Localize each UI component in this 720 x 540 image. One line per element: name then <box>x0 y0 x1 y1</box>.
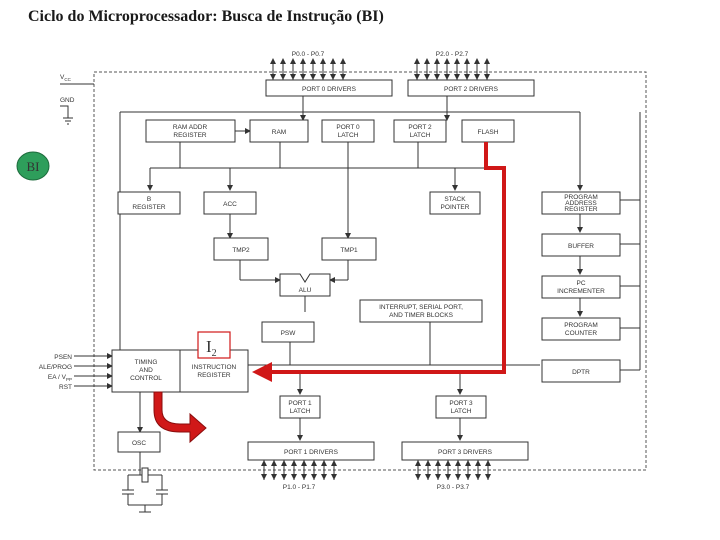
svg-text:B: B <box>147 196 151 203</box>
buffer-block: BUFFER <box>541 233 621 257</box>
svg-text:INSTRUCTION: INSTRUCTION <box>192 364 237 371</box>
port3-pins-label: P3.0 - P3.7 <box>437 484 470 491</box>
svg-text:INCREMENTER: INCREMENTER <box>557 288 605 295</box>
port0-drivers-block: PORT 0 DRIVERS <box>265 79 393 97</box>
svg-text:TMP2: TMP2 <box>232 247 250 254</box>
port3-latch-block: PORT 3 LATCH <box>435 395 487 419</box>
ale-prog-pin: ALE/PROG <box>39 364 72 371</box>
control-pins: PSEN ALE/PROG EA / VPP RST <box>39 354 73 391</box>
svg-text:CONTROL: CONTROL <box>130 375 162 382</box>
psen-pin: PSEN <box>54 354 72 361</box>
port2-latch-block: PORT 2 LATCH <box>393 119 447 143</box>
svg-text:PORT 3: PORT 3 <box>449 400 473 407</box>
port1-latch-block: PORT 1 LATCH <box>279 395 321 419</box>
port1-pins: P1.0 - P1.7 <box>261 460 337 491</box>
stack-pointer-block: STACK POINTER <box>429 191 481 215</box>
tmp1-block: TMP1 <box>321 237 377 261</box>
svg-text:PORT 2: PORT 2 <box>408 124 432 131</box>
chip-boundary <box>93 71 647 471</box>
port0-pins-label: P0.0 - P0.7 <box>292 51 325 58</box>
port1-pins-label: P1.0 - P1.7 <box>283 484 316 491</box>
svg-text:ACC: ACC <box>223 201 237 208</box>
svg-text:INTERRUPT, SERIAL PORT,: INTERRUPT, SERIAL PORT, <box>379 304 463 311</box>
acc-block: ACC <box>203 191 257 215</box>
program-counter-block: PROGRAM COUNTER <box>541 317 621 341</box>
port1-drivers-block: PORT 1 DRIVERS <box>247 441 375 461</box>
timing-and-control-block: TIMING AND CONTROL <box>111 349 181 393</box>
svg-text:LATCH: LATCH <box>451 408 472 415</box>
rst-pin: RST <box>59 384 72 391</box>
power-pins: VCC GND <box>60 74 94 125</box>
internal-buses <box>74 96 641 513</box>
port0-pins: P0.0 - P0.7 <box>270 51 346 80</box>
svg-text:STACK: STACK <box>444 196 466 203</box>
svg-text:LATCH: LATCH <box>290 408 311 415</box>
dptr-block: DPTR <box>541 359 621 383</box>
svg-text:REGISTER: REGISTER <box>564 206 598 213</box>
gnd-label: GND <box>60 97 75 104</box>
svg-text:FLASH: FLASH <box>478 129 499 136</box>
port2-drivers-block: PORT 2 DRIVERS <box>407 79 535 97</box>
svg-text:LATCH: LATCH <box>410 132 431 139</box>
port3-drivers-block: PORT 3 DRIVERS <box>401 441 529 461</box>
osc-block: OSC <box>117 431 161 453</box>
svg-text:LATCH: LATCH <box>338 132 359 139</box>
svg-text:I2: I2 <box>206 337 217 359</box>
ram-address-register-block: RAM ADDR REGISTER <box>145 119 236 143</box>
port0-latch-block: PORT 0 LATCH <box>321 119 375 143</box>
svg-text:PORT 1 DRIVERS: PORT 1 DRIVERS <box>284 449 339 456</box>
fetch-path-highlight <box>252 142 506 382</box>
svg-text:REGISTER: REGISTER <box>173 132 207 139</box>
flash-block: FLASH <box>461 119 515 143</box>
svg-text:TIMING: TIMING <box>135 359 158 366</box>
svg-text:PORT 0 DRIVERS: PORT 0 DRIVERS <box>302 86 357 93</box>
control-signal-arrow <box>153 391 207 444</box>
b-register-block: B REGISTER <box>117 191 181 215</box>
port2-pins: P2.0 - P2.7 <box>414 51 490 80</box>
svg-text:PROGRAM: PROGRAM <box>564 194 598 201</box>
program-address-register-block: PROGRAM ADDRESS REGISTER <box>541 191 621 215</box>
svg-text:RAM ADDR: RAM ADDR <box>173 124 208 131</box>
svg-text:ALU: ALU <box>299 287 312 294</box>
alu-block: ALU <box>279 273 331 297</box>
ea-vpp-pin: EA / VPP <box>48 374 72 382</box>
psw-block: PSW <box>261 321 315 343</box>
svg-text:BUFFER: BUFFER <box>568 243 594 250</box>
svg-text:AND TIMER BLOCKS: AND TIMER BLOCKS <box>389 312 453 319</box>
port3-pins: P3.0 - P3.7 <box>415 460 491 491</box>
slide-title: Ciclo do Microprocessador: Busca de Inst… <box>28 8 384 25</box>
svg-text:TMP1: TMP1 <box>340 247 358 254</box>
bi-badge: BI <box>16 151 50 181</box>
svg-text:PC: PC <box>576 280 585 287</box>
svg-text:PSW: PSW <box>281 330 297 337</box>
svg-text:POINTER: POINTER <box>441 204 470 211</box>
ram-block: RAM <box>249 119 309 143</box>
svg-text:PROGRAM: PROGRAM <box>564 322 598 329</box>
svg-text:AND: AND <box>139 367 153 374</box>
tmp2-block: TMP2 <box>213 237 269 261</box>
svg-text:PORT 2 DRIVERS: PORT 2 DRIVERS <box>444 86 499 93</box>
svg-text:ADDRESS: ADDRESS <box>565 200 597 207</box>
svg-text:BI: BI <box>27 159 40 174</box>
port2-pins-label: P2.0 - P2.7 <box>436 51 469 58</box>
pc-incrementer-block: PC INCREMENTER <box>541 275 621 299</box>
svg-text:RAM: RAM <box>272 129 286 136</box>
svg-text:PORT 0: PORT 0 <box>336 124 360 131</box>
svg-text:COUNTER: COUNTER <box>565 330 597 337</box>
step-label-i2: I2 <box>197 331 231 359</box>
interrupt-serial-timer-block: INTERRUPT, SERIAL PORT, AND TIMER BLOCKS <box>359 299 483 323</box>
svg-text:REGISTER: REGISTER <box>197 372 231 379</box>
svg-text:PORT 1: PORT 1 <box>288 400 312 407</box>
svg-text:PORT 3 DRIVERS: PORT 3 DRIVERS <box>438 449 493 456</box>
svg-text:DPTR: DPTR <box>572 369 590 376</box>
vcc-label: VCC <box>60 74 72 82</box>
svg-text:REGISTER: REGISTER <box>132 204 166 211</box>
svg-text:OSC: OSC <box>132 440 146 447</box>
